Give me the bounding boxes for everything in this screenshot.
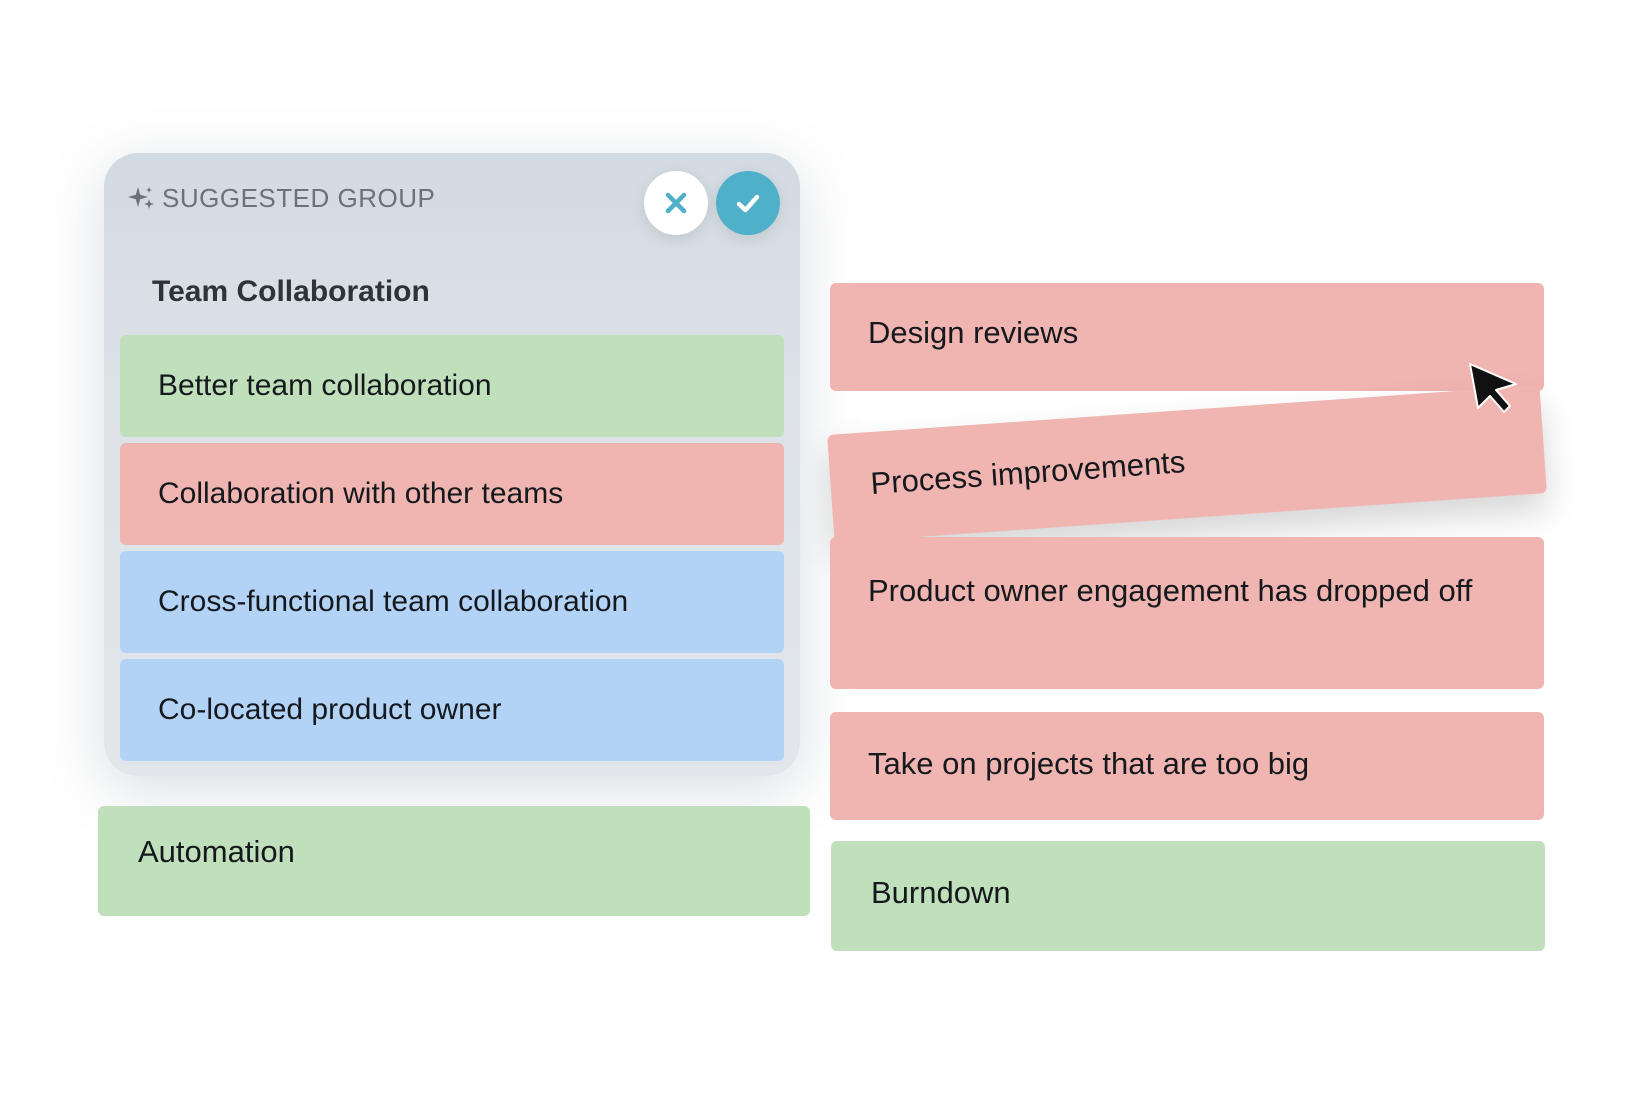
close-icon	[665, 192, 687, 214]
sparkle-icon	[126, 184, 156, 214]
card-burndown[interactable]: Burndown	[831, 841, 1545, 951]
group-card-collaboration-other-teams[interactable]: Collaboration with other teams	[120, 443, 784, 545]
card-design-reviews[interactable]: Design reviews	[830, 283, 1544, 391]
card-label: Burndown	[871, 875, 1011, 910]
card-label: Better team collaboration	[158, 369, 492, 402]
check-icon	[736, 194, 760, 213]
card-label: Cross-functional team collaboration	[158, 585, 629, 618]
card-process-improvements[interactable]: Process improvements	[827, 385, 1547, 543]
accept-group-button[interactable]	[716, 171, 780, 235]
group-header: SUGGESTED GROUP	[126, 183, 435, 214]
mouse-pointer-icon	[1469, 363, 1517, 413]
suggested-group-label: SUGGESTED GROUP	[162, 183, 436, 213]
card-product-owner-engagement[interactable]: Product owner engagement has dropped off	[830, 537, 1544, 689]
card-label: Co-located product owner	[158, 693, 502, 726]
card-label: Design reviews	[868, 315, 1079, 350]
group-title: Team Collaboration	[152, 275, 430, 308]
group-card-co-located-product-owner[interactable]: Co-located product owner	[120, 659, 784, 761]
card-take-on-projects[interactable]: Take on projects that are too big	[830, 712, 1544, 820]
card-automation[interactable]: Automation	[98, 806, 810, 916]
suggested-group-panel: SUGGESTED GROUP Team Collaboration Bette…	[104, 153, 800, 776]
group-card-cross-functional[interactable]: Cross-functional team collaboration	[120, 551, 784, 653]
card-label: Process improvements	[869, 444, 1187, 502]
group-card-better-team-collaboration[interactable]: Better team collaboration	[120, 335, 784, 437]
card-label: Collaboration with other teams	[158, 477, 564, 510]
reject-group-button[interactable]	[644, 171, 708, 235]
card-label: Automation	[138, 834, 295, 869]
card-label: Take on projects that are too big	[868, 746, 1310, 781]
card-label: Product owner engagement has dropped off	[868, 573, 1473, 608]
